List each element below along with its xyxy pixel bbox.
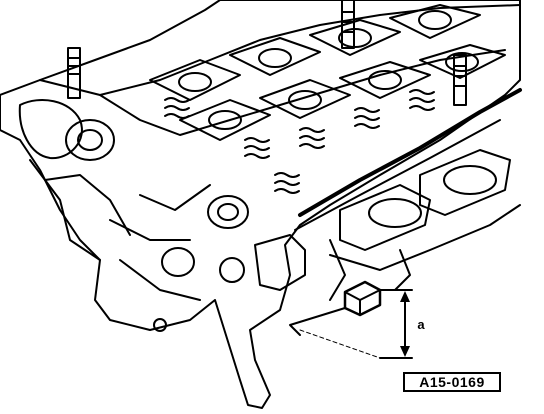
stud-right — [453, 54, 467, 106]
top-edge-2 — [99, 49, 506, 136]
plug-bore-2 — [161, 247, 195, 277]
figure-id-label: A15-0169 — [403, 372, 501, 392]
plug-bore-1-inner — [217, 203, 239, 221]
plug-bore-3 — [219, 257, 245, 283]
end-face — [29, 159, 101, 261]
valve-springs — [164, 89, 435, 194]
camshaft-edge-2 — [294, 119, 501, 231]
camshaft-edge — [298, 88, 522, 217]
boss-block — [254, 234, 306, 291]
front-ribs — [109, 184, 211, 301]
bolt-hole — [153, 318, 167, 332]
stud-left — [67, 47, 81, 99]
bearing-cells — [149, 4, 506, 141]
end-lobe-upper — [18, 99, 83, 160]
measure-block-top — [344, 289, 381, 316]
end-rib — [44, 174, 131, 236]
end-bore-inner — [77, 129, 103, 151]
dimension-a — [299, 289, 413, 359]
head-lower-edge — [289, 307, 346, 336]
head-outline — [0, 0, 521, 409]
dimension-label-a: a — [417, 317, 425, 332]
manifold-ports — [329, 149, 521, 301]
end-bore — [65, 119, 115, 161]
plug-bore-1 — [207, 195, 249, 229]
